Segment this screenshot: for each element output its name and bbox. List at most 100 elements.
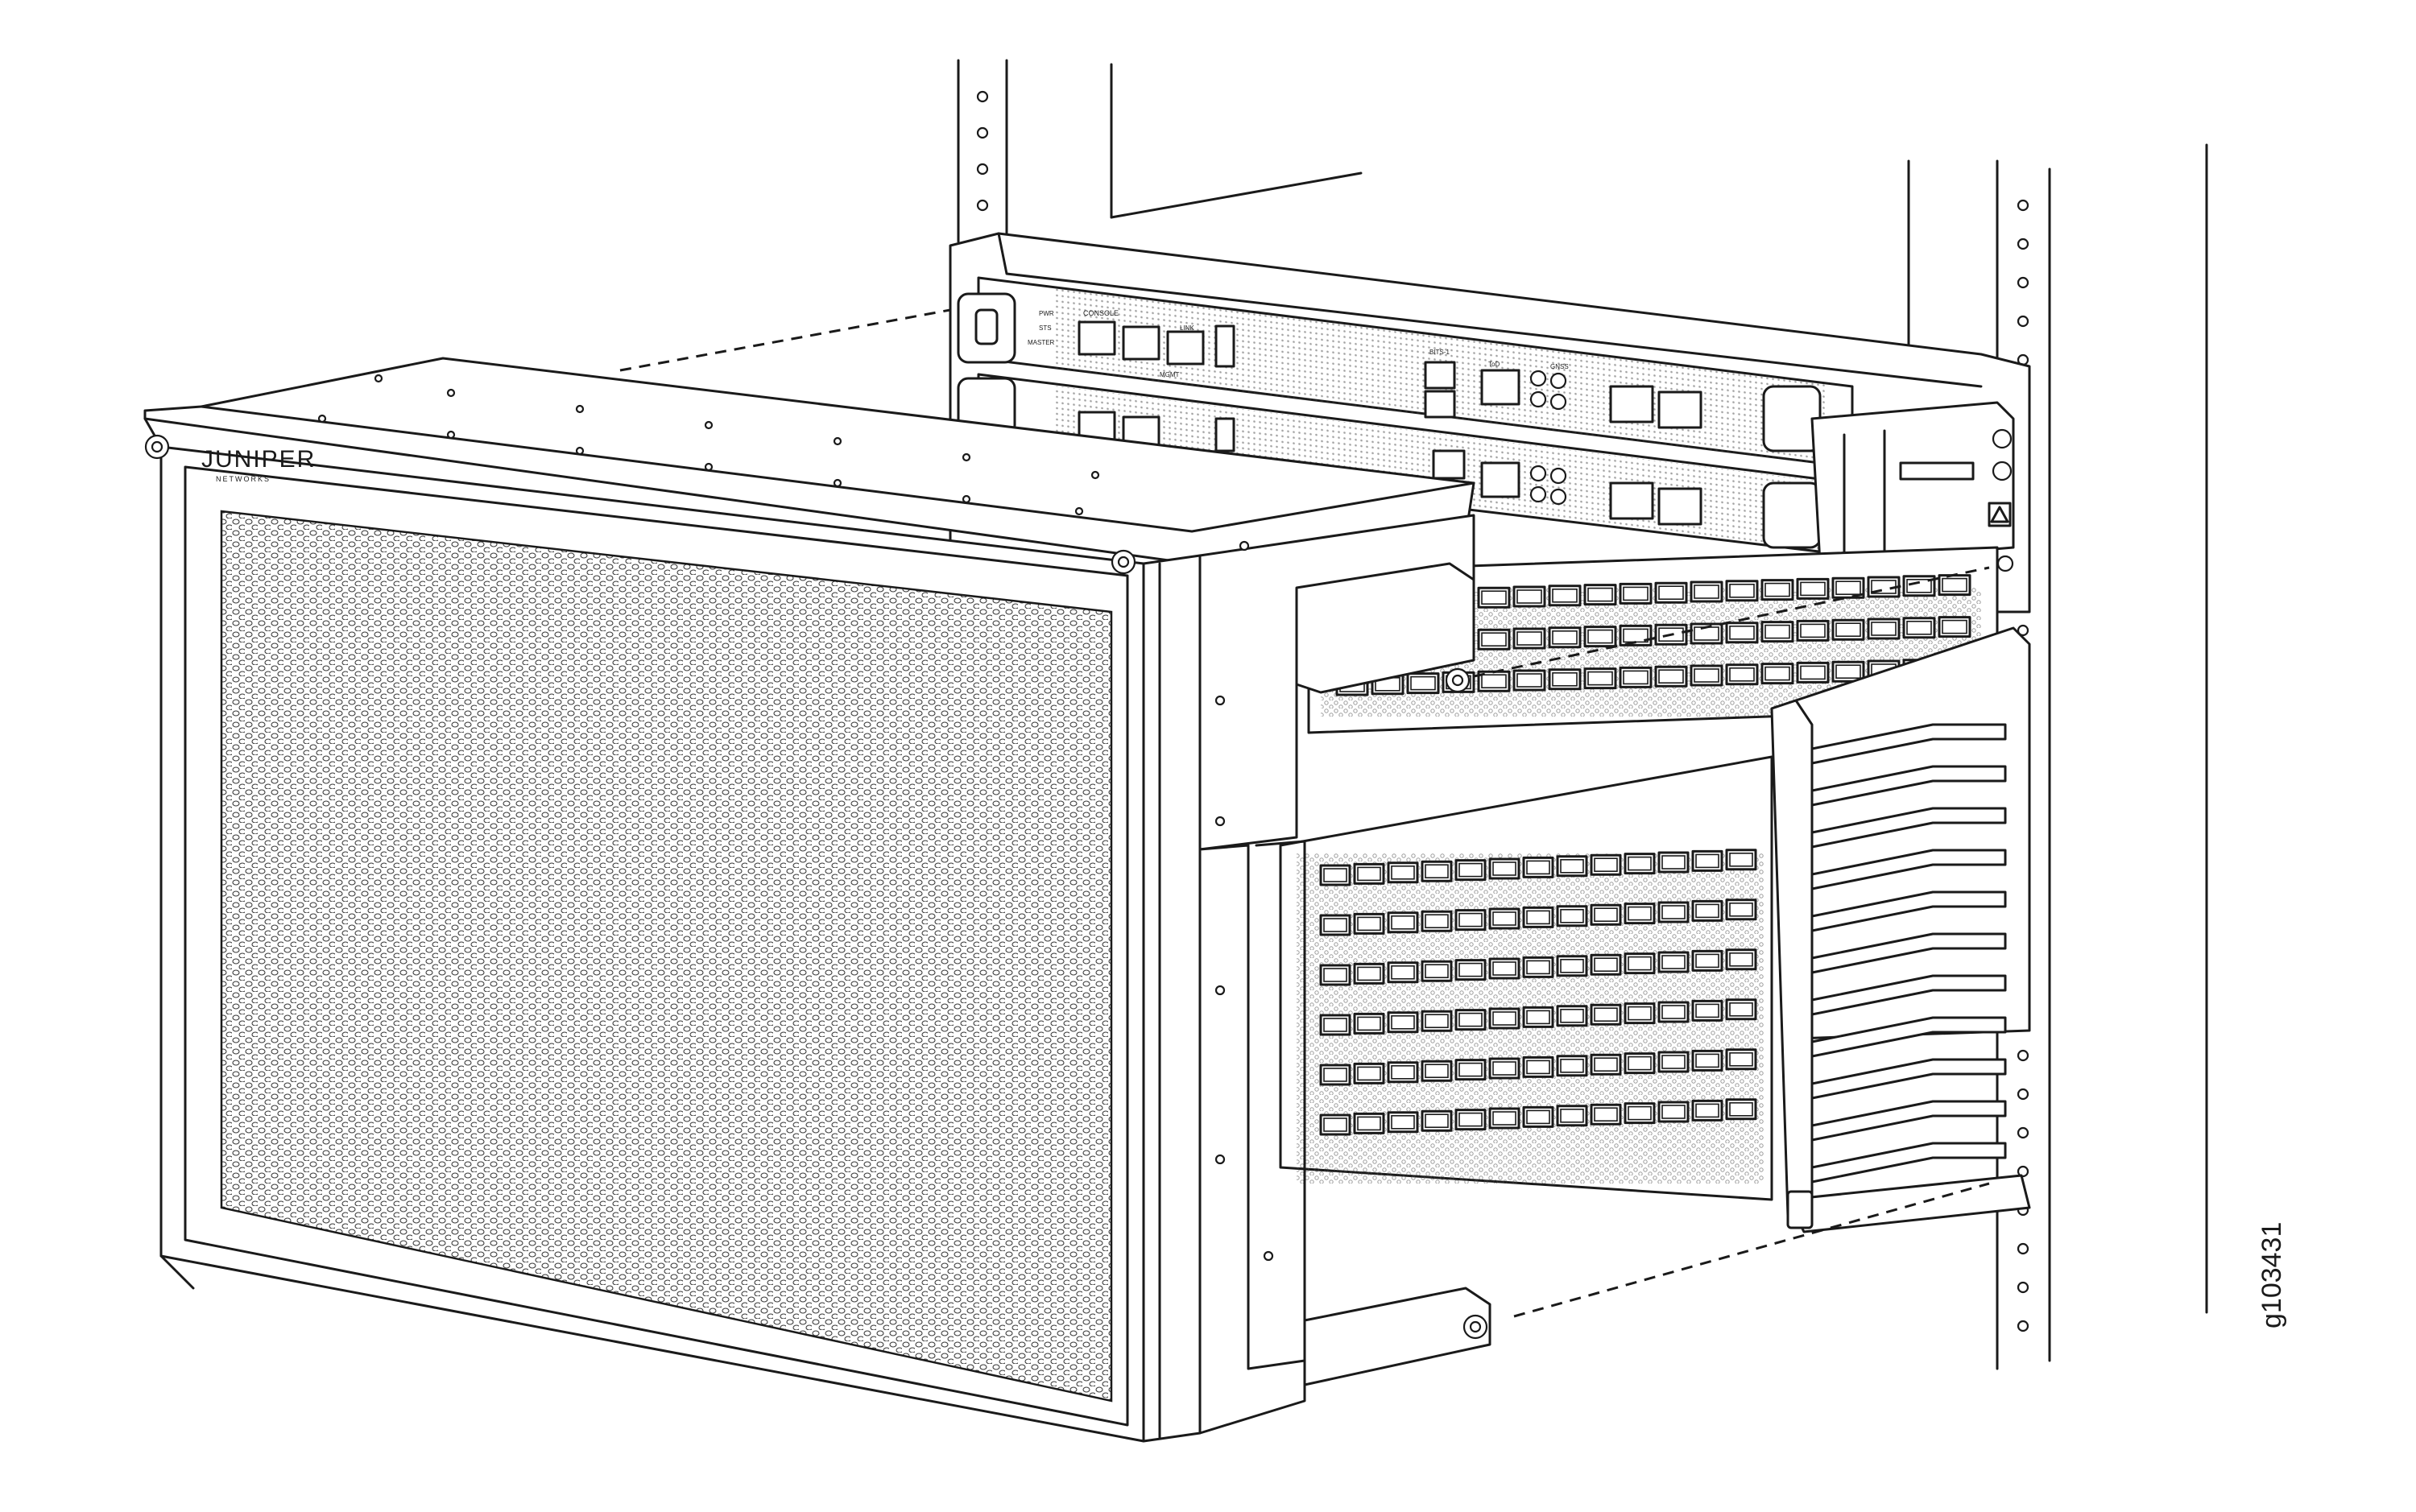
new-chassis: JUNIPER NETWORKS [143,357,1491,1443]
port-opening [1729,952,1753,967]
port-opening [1458,1062,1483,1077]
port-opening [1729,625,1755,640]
port-opening [1425,1014,1449,1028]
port-opening [1516,589,1542,604]
port-opening [1481,674,1507,689]
port-opening [1661,955,1686,969]
port-opening [1526,960,1550,975]
port-opening [1425,1064,1449,1078]
brand-subname: NETWORKS [216,475,271,483]
port-opening [1871,622,1897,636]
cable-fin [1810,849,2007,890]
port-opening [1729,903,1753,917]
port-opening [1800,581,1826,597]
port-opening [1492,1111,1516,1126]
port-opening [1323,1117,1347,1132]
port-opening [1695,1103,1719,1118]
screw [833,436,842,446]
port-opening [1458,962,1483,977]
rack-hole [976,199,989,212]
port-opening [1764,666,1790,681]
port-opening [1492,1011,1516,1026]
port-opening [1492,1061,1516,1076]
port-opening [1628,1056,1652,1071]
port-opening [1492,961,1516,976]
port-opening [1481,590,1507,605]
port-opening [1658,627,1684,642]
screw [962,494,971,504]
port-opening [1835,580,1861,596]
screw [374,374,383,383]
port-opening [1425,964,1449,978]
port-opening [1906,578,1932,593]
port-opening [1729,1102,1753,1117]
port-opening [1526,910,1550,925]
rack-hole [2017,1126,2029,1139]
cable-manager [1770,626,2031,1233]
rack-hole [2017,1049,2029,1062]
port-opening [1526,860,1550,875]
port-opening [1594,907,1618,922]
port-opening [1764,624,1790,639]
screw [575,446,585,456]
screw [704,420,714,430]
port-opening [1552,630,1578,645]
port-opening [1942,577,1967,593]
rack-hole [2017,238,2029,250]
label-pwr: PWR [1039,310,1054,317]
port-opening [1628,906,1652,921]
port-opening [1323,1068,1347,1082]
port-opening [1391,915,1415,930]
cable-fin [1810,974,2007,1016]
screw [446,430,456,440]
port-opening [1552,671,1578,687]
cable-fin [1810,1058,2007,1100]
port-opening [1628,1105,1652,1121]
port-opening [1357,1066,1381,1081]
alignment-guides [619,308,1990,1318]
installed-chassis: CONSOLE PWR STS MASTER LINK MGMT BITS-1 … [949,232,2031,734]
port-opening [1357,966,1381,981]
port-opening [1481,632,1507,647]
rack-hole [976,90,989,103]
label-bits: BITS-1 [1429,349,1450,356]
rack-hole [976,126,989,139]
port-opening [1764,582,1790,597]
cable-fin [1810,932,2007,974]
port-opening [1560,859,1584,874]
port-opening [1587,629,1613,644]
port-opening [1628,956,1652,971]
port-opening [1516,631,1542,646]
cable-fin [1810,1142,2007,1184]
rack-hole [2017,1165,2029,1178]
port-opening [1552,588,1578,603]
port-opening [1661,855,1686,870]
rack-hole [2017,199,2029,212]
port-opening [1906,620,1932,635]
cable-fin [1810,765,2007,807]
port-opening [1594,1057,1618,1072]
port-opening [1628,1006,1652,1021]
label-link: LINK [1180,324,1194,332]
port-opening [1425,1113,1449,1128]
port-opening [1594,1107,1618,1122]
port-opening [1323,1018,1347,1032]
port-opening [1323,918,1347,932]
cable-fin [1810,723,2007,765]
port-opening [1587,587,1613,602]
port-opening [1729,583,1755,598]
port-opening [1526,1010,1550,1025]
port-opening [1391,1065,1415,1080]
port-opening [1492,861,1516,876]
port-opening [1695,903,1719,919]
screw [317,414,327,423]
rack-hole [2017,1320,2029,1332]
port-opening [1694,668,1719,683]
port-opening [1835,622,1861,638]
port-opening [1658,669,1684,684]
port-opening [1357,866,1381,882]
port-opening [1594,1007,1618,1022]
port-opening [1658,585,1684,601]
port-opening [1695,853,1719,869]
port-opening [1800,665,1826,680]
